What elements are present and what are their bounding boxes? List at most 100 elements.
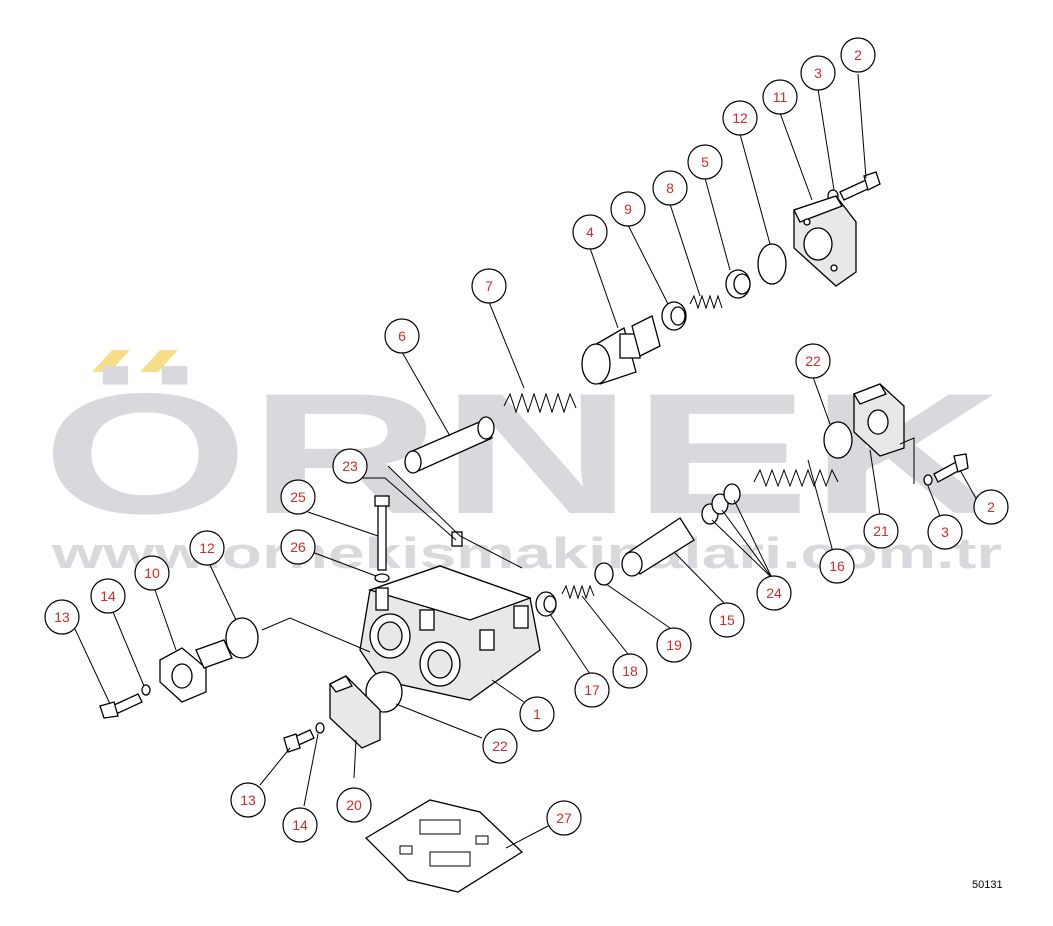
callout-21: 21: [863, 513, 899, 549]
callout-25: 25: [280, 479, 316, 515]
part-spool-lower: [621, 517, 695, 577]
part-valve-body: [359, 565, 541, 701]
part-o-ring-lower: [365, 671, 403, 713]
callout-20: 20: [336, 787, 372, 823]
callout-number: 26: [290, 539, 306, 555]
callout-number: 13: [54, 609, 70, 625]
callout-circle: [482, 728, 518, 764]
callout-number: 24: [766, 585, 782, 601]
leader-lines: [74, 73, 979, 849]
part-bolt-upper: [839, 171, 881, 201]
callout-22: 22: [482, 728, 518, 764]
callout-circle: [756, 575, 792, 611]
callout-23: 23: [332, 448, 368, 484]
part-cover-plate-upper: [793, 195, 857, 287]
callout-circle: [709, 602, 745, 638]
callout-circle: [819, 548, 855, 584]
part-ring-lower: [594, 562, 614, 586]
callout-number: 9: [624, 201, 632, 217]
callout-circle: [863, 513, 899, 549]
part-bolt-right: [933, 453, 969, 483]
callout-number: 14: [292, 817, 308, 833]
callout-circle: [44, 599, 80, 635]
callout-7: 7: [471, 268, 507, 304]
callout-number: 20: [346, 797, 362, 813]
callout-13: 13: [44, 599, 80, 635]
callout-number: 12: [732, 110, 748, 126]
callout-number: 11: [773, 89, 788, 105]
callout-8: 8: [652, 170, 688, 206]
callout-circle: [687, 144, 723, 180]
callout-circle: [471, 268, 507, 304]
part-small-spring-lower: [561, 584, 595, 600]
part-washer-lower: [315, 722, 325, 734]
callout-9: 9: [610, 191, 646, 227]
callout-26: 26: [280, 529, 316, 565]
callout-circle: [973, 489, 1009, 525]
parts: [99, 171, 969, 893]
callout-15: 15: [709, 602, 745, 638]
callout-3: 3: [927, 514, 963, 550]
callout-12: 12: [189, 530, 225, 566]
callout-number: 2: [854, 47, 862, 63]
callout-5: 5: [687, 144, 723, 180]
part-piston: [404, 416, 495, 474]
part-flange-left: [159, 639, 233, 703]
callout-number: 15: [719, 612, 735, 628]
callout-number: 7: [485, 278, 493, 294]
part-plug-23: [451, 531, 463, 547]
callout-3: 3: [800, 55, 836, 91]
callout-number: 10: [144, 565, 160, 581]
callout-1: 1: [519, 696, 555, 732]
part-retainer-lower: [535, 591, 557, 617]
callout-circle: [656, 627, 692, 663]
callout-circle: [384, 318, 420, 354]
callout-number: 4: [586, 224, 594, 240]
callout-14: 14: [90, 578, 126, 614]
callout-circle: [134, 555, 170, 591]
callout-circle: [282, 807, 318, 843]
callout-number: 14: [100, 588, 116, 604]
callout-number: 17: [584, 682, 600, 698]
callout-number: 12: [199, 540, 215, 556]
callout-circle: [90, 578, 126, 614]
part-long-spring: [753, 468, 839, 488]
part-washer-26: [374, 573, 390, 583]
callout-4: 4: [572, 214, 608, 250]
part-washer-left: [141, 684, 151, 696]
watermark-brand: ÖRNEK: [42, 358, 1002, 550]
callout-circle: [230, 782, 266, 818]
callout-16: 16: [819, 548, 855, 584]
part-washer-right: [923, 474, 933, 486]
watermark-accent-left: [92, 350, 130, 372]
part-spring-7: [503, 392, 577, 414]
callout-circle: [612, 653, 648, 689]
callout-circle: [332, 448, 368, 484]
part-cover-plate-right: [853, 383, 905, 457]
callout-circle: [280, 529, 316, 565]
part-retainer-upper: [725, 269, 751, 299]
callout-22: 22: [795, 343, 831, 379]
callout-number: 6: [398, 328, 406, 344]
callout-number: 16: [829, 558, 845, 574]
part-gasket: [364, 799, 524, 893]
callout-circle: [652, 170, 688, 206]
callout-number: 27: [556, 810, 572, 826]
callout-number: 22: [805, 353, 821, 369]
callout-circle: [795, 343, 831, 379]
callout-number: 5: [701, 154, 709, 170]
part-small-spring-upper: [689, 294, 723, 310]
callout-circle: [336, 787, 372, 823]
part-spool-valve: [581, 315, 661, 385]
part-shims: [701, 483, 741, 525]
callout-number: 8: [666, 180, 674, 196]
callout-11: 11: [762, 79, 798, 115]
callout-number: 19: [666, 637, 682, 653]
callout-circle: [574, 672, 610, 708]
callout-circle: [927, 514, 963, 550]
part-long-bolt: [374, 495, 390, 571]
part-o-ring-left: [225, 617, 259, 659]
callout-number: 2: [987, 499, 995, 515]
watermark-accent-right: [140, 350, 178, 372]
